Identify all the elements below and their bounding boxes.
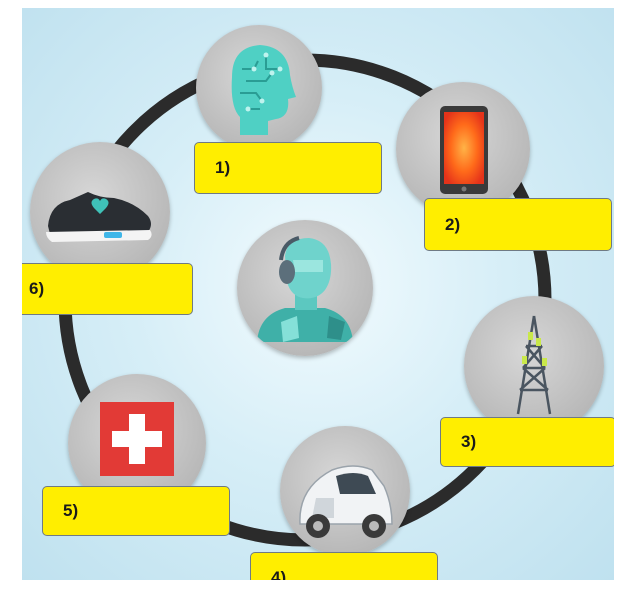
brain-head-icon — [231, 45, 296, 135]
smart-car-icon — [299, 465, 393, 538]
node-2 — [396, 82, 530, 216]
label-3-text: 3) — [461, 432, 477, 451]
robot-head-icon — [257, 236, 353, 342]
node-6 — [30, 142, 170, 282]
label-1: 1) — [194, 142, 382, 194]
label-3: 3) — [440, 417, 614, 467]
label-5-text: 5) — [63, 501, 79, 520]
cell-tower-icon — [516, 315, 552, 415]
medical-cross-icon — [100, 402, 174, 476]
label-4: 4) — [250, 552, 438, 580]
label-2-text: 2) — [445, 214, 461, 234]
center-node — [237, 220, 373, 356]
node-4 — [280, 426, 410, 556]
label-5: 5) — [42, 486, 230, 536]
diagram-canvas: 1) 2) 3) 4) 5) 6) — [22, 8, 614, 580]
label-4-text: 4) — [271, 568, 287, 580]
label-6: 6) — [22, 263, 193, 315]
smartphone-icon — [440, 106, 488, 194]
label-6-text: 6) — [29, 279, 45, 298]
label-2: 2) — [424, 198, 612, 251]
smart-sneaker-icon — [46, 192, 152, 242]
label-1-text: 1) — [215, 158, 231, 177]
node-3 — [464, 296, 604, 436]
node-1 — [196, 25, 322, 151]
